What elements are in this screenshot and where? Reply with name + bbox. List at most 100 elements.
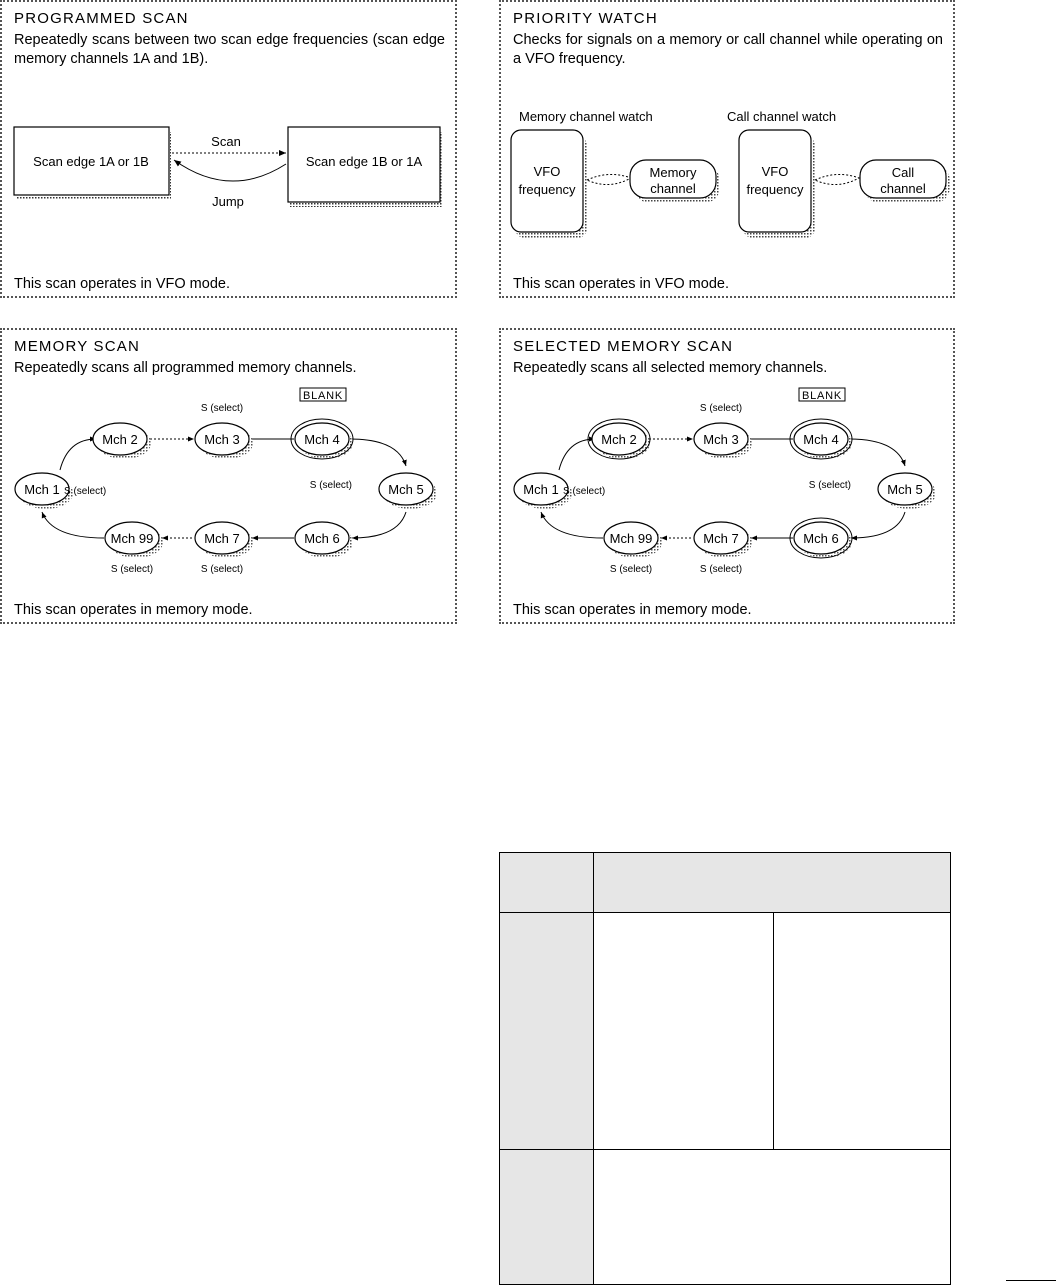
channel-node: [194, 521, 250, 555]
empty-table: [499, 852, 951, 1285]
vfo-line1: VFO: [534, 164, 561, 179]
select-tag: S (select): [310, 480, 352, 491]
channel-node: [14, 472, 70, 506]
panel-title: MEMORY SCAN: [14, 338, 141, 355]
channel-label: Mch 5: [887, 482, 922, 497]
channel-node: [877, 472, 933, 506]
ring-connector: [848, 438, 906, 467]
select-tag: S (select): [201, 403, 243, 414]
vfo-line1-2: VFO: [762, 164, 789, 179]
table-header-left: [500, 853, 594, 913]
blank-tag-box: [299, 387, 347, 402]
blank-tag: BLANK: [802, 390, 842, 402]
blank-tag: BLANK: [303, 390, 343, 402]
panel-description: Checks for signals on a memory or call c…: [513, 32, 943, 67]
channel-label: Mch 2: [601, 432, 636, 447]
panel-footer: This scan operates in memory mode.: [14, 602, 253, 618]
call-line1: Call: [892, 165, 915, 180]
channel-node: [378, 472, 434, 506]
memory-watch-label: Memory channel watch: [519, 109, 653, 124]
memory-channel-box: [629, 159, 717, 199]
table-row1-col2: [774, 913, 950, 1150]
channel-node-ring: [290, 418, 354, 460]
panel-description: Repeatedly scans all selected memory cha…: [513, 360, 828, 376]
selected-memory-scan-panel: SELECTED MEMORY SCAN Repeatedly scans al…: [499, 328, 955, 624]
memory-line1: Memory: [650, 165, 697, 180]
priority-watch-panel: PRIORITY WATCH Checks for signals on a m…: [499, 0, 955, 298]
select-tag: S (select): [64, 486, 106, 497]
ring-connector: [850, 511, 906, 541]
vfo-frequency-box-2: [738, 129, 812, 233]
scan-label: Scan: [211, 134, 241, 149]
scan-edge-right-box: [287, 126, 441, 203]
watch-loop-call: [813, 174, 861, 185]
jump-arrow: [173, 159, 287, 182]
channel-node: [294, 422, 350, 456]
panel-description: Repeatedly scans between two scan edge f…: [14, 32, 445, 67]
vfo-line2: frequency: [518, 182, 576, 197]
select-tag: S (select): [111, 564, 153, 575]
channel-node: [104, 521, 160, 555]
select-tag: S (select): [610, 564, 652, 575]
table-row2-label: [500, 1150, 594, 1285]
panel-footer: This scan operates in memory mode.: [513, 602, 752, 618]
watch-loop-memory: [585, 174, 633, 185]
channel-label: Mch 6: [803, 531, 838, 546]
blank-tag-box: [798, 387, 846, 402]
ring-connector: [351, 511, 407, 541]
call-watch-label: Call channel watch: [727, 109, 836, 124]
channel-node: [591, 422, 647, 456]
channel-label: Mch 4: [304, 432, 339, 447]
channel-node: [793, 422, 849, 456]
vfo-line2-2: frequency: [746, 182, 804, 197]
page-rule: [1006, 1280, 1056, 1281]
channel-node: [92, 422, 148, 456]
channel-node-ring: [587, 418, 651, 460]
memory-scan-diagram: Mch 1 Mch 2 Mch 3 Mch 4 Mch 5 Mch 6 Mch 7 Mch 9…: [14, 387, 437, 575]
channel-label: Mch 1: [24, 482, 59, 497]
channel-label: Mch 3: [204, 432, 239, 447]
panel-footer: This scan operates in VFO mode.: [513, 276, 729, 292]
ring-connector: [558, 436, 596, 471]
memory-line2: channel: [650, 181, 696, 196]
ring-connector: [540, 511, 604, 539]
select-tag: S (select): [563, 486, 605, 497]
channel-label: Mch 99: [610, 531, 653, 546]
channel-node: [693, 521, 749, 555]
panel-description: Repeatedly scans all programmed memory c…: [14, 360, 357, 376]
jump-label: Jump: [212, 194, 244, 209]
call-line2: channel: [880, 181, 926, 196]
channel-node: [294, 521, 350, 555]
table-row1-col1: [594, 913, 774, 1150]
channel-label: Mch 99: [111, 531, 154, 546]
channel-label: Mch 7: [204, 531, 239, 546]
channel-node-ring: [789, 517, 853, 559]
ring-connector: [59, 436, 97, 471]
channel-label: Mch 2: [102, 432, 137, 447]
channel-label: Mch 3: [703, 432, 738, 447]
channel-label: Mch 5: [388, 482, 423, 497]
vfo-frequency-box: [510, 129, 584, 233]
ring-connector: [41, 511, 105, 539]
channel-node: [603, 521, 659, 555]
channel-node: [693, 422, 749, 456]
panel-title: PROGRAMMED SCAN: [14, 10, 189, 27]
ring-connector: [349, 438, 407, 467]
memory-scan-panel: MEMORY SCAN Repeatedly scans all program…: [0, 328, 457, 624]
select-tag: S (select): [700, 403, 742, 414]
channel-label: Mch 4: [803, 432, 838, 447]
scan-edge-left-label: Scan edge 1A or 1B: [33, 154, 149, 169]
call-channel-box: [859, 159, 947, 199]
channel-label: Mch 6: [304, 531, 339, 546]
select-tag: S (select): [201, 564, 243, 575]
panel-title: SELECTED MEMORY SCAN: [513, 338, 734, 355]
panel-footer: This scan operates in VFO mode.: [14, 276, 230, 292]
programmed-scan-panel: PROGRAMMED SCAN Repeatedly scans between…: [0, 0, 457, 298]
channel-node: [793, 521, 849, 555]
table-row1-label: [500, 913, 594, 1150]
scan-edge-left-box: [13, 126, 170, 196]
scan-edge-right-label: Scan edge 1B or 1A: [306, 154, 423, 169]
select-tag: S (select): [700, 564, 742, 575]
select-tag: S (select): [809, 480, 851, 491]
